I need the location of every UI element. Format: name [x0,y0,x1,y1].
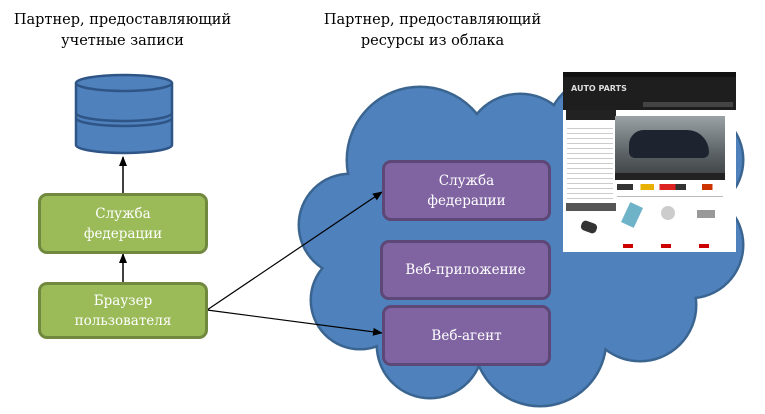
box-label: Служба [438,172,495,189]
identity-provider-title: Партнер, предоставляющий учетные записи [0,10,245,52]
web-application-box: Веб-приложение [380,240,551,300]
title-line: учетные записи [61,33,184,49]
arrow-to-web-agent [206,309,383,336]
arrow-to-cloud-federation [206,191,383,311]
title-line: Партнер, предоставляющий [13,12,232,28]
box-label: пользователя [74,312,172,329]
box-label: Веб-агент [431,327,502,344]
site-header: AUTO PARTS [563,72,736,110]
title-line: ресурсы из облака [360,33,505,49]
database-icon [74,73,174,155]
box-label: Браузер [93,292,153,309]
website-screenshot: AUTO PARTS [563,72,736,252]
box-label: Служба [95,205,151,222]
cloud-federation-service-box: Служба федерации [382,160,551,221]
resource-provider-title: Партнер, предоставляющий ресурсы из обла… [310,10,555,52]
title-line: Партнер, предоставляющий [323,12,542,28]
car-banner-image [615,116,725,180]
user-browser-box: Браузер пользователя [38,282,208,339]
box-label: федерации [83,225,163,242]
web-agent-box: Веб-агент [382,305,551,366]
box-label: Веб-приложение [405,262,526,278]
federation-service-box: Служба федерации [38,193,208,254]
site-logo: AUTO PARTS [571,84,627,93]
box-label: федерации [427,192,506,209]
